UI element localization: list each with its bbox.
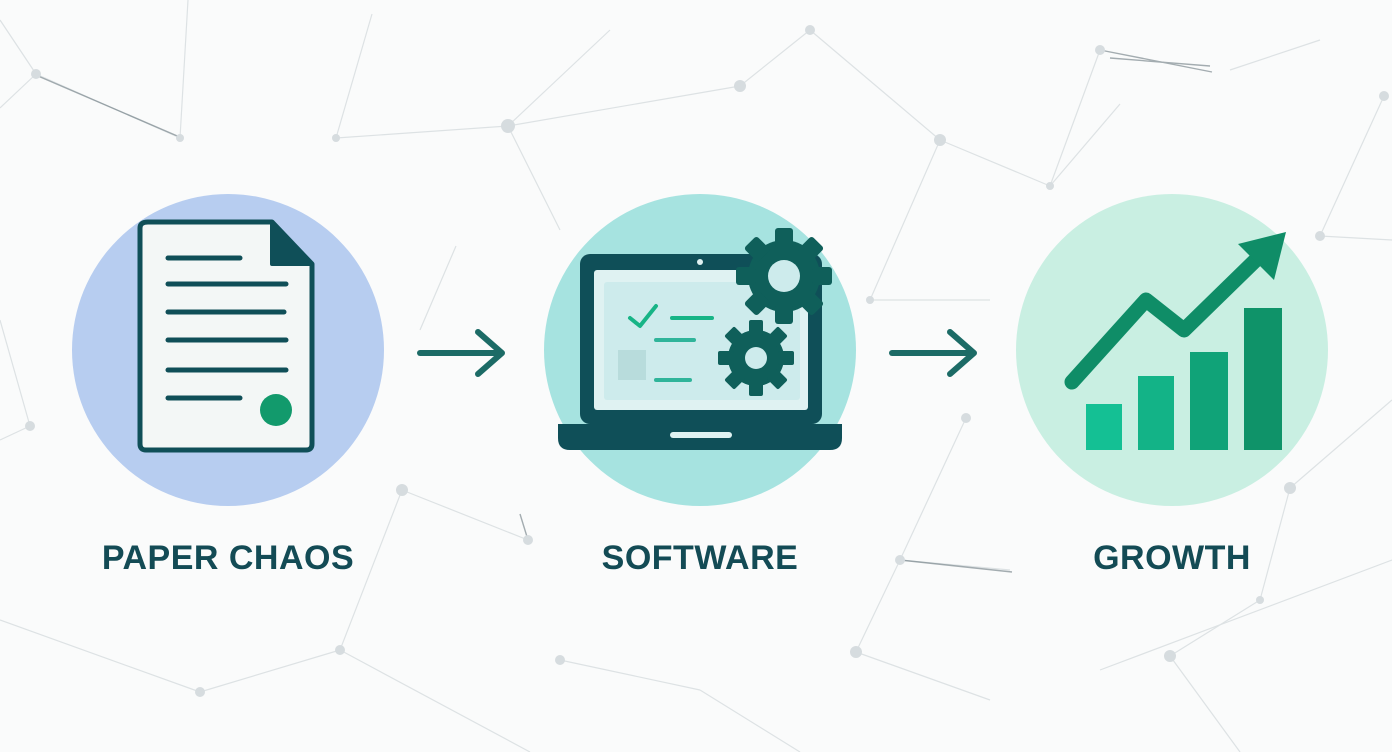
step-label-paper-chaos: PAPER CHAOS bbox=[101, 539, 355, 577]
step-label-software: SOFTWARE bbox=[601, 539, 799, 577]
document-icon bbox=[137, 219, 315, 453]
laptop-gears-icon bbox=[558, 228, 842, 450]
growth-chart-icon bbox=[1064, 232, 1286, 450]
step-label-growth: GROWTH bbox=[1093, 539, 1251, 577]
